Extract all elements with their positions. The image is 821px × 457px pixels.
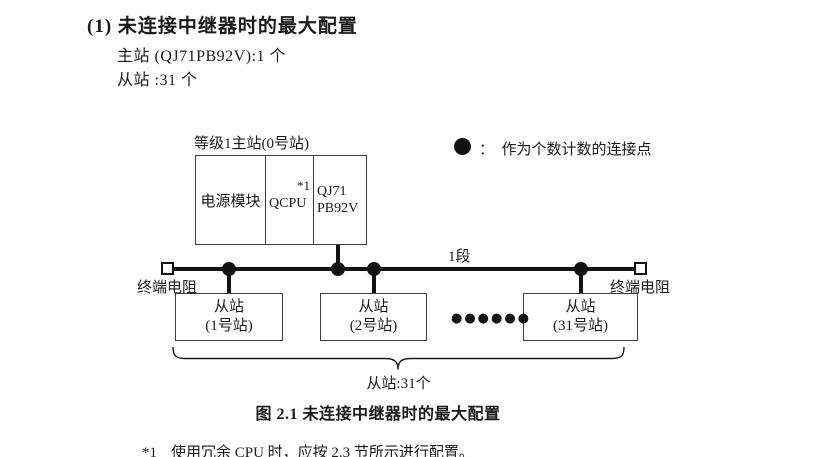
connection-point-dot [331, 262, 345, 276]
connection-point-dot [367, 262, 381, 276]
qcpu-footnote-marker: *1 [297, 178, 310, 193]
slave1-drop-line [227, 270, 231, 293]
qcpu-label: QCPU [269, 196, 307, 211]
legend-connection-point-icon [454, 138, 471, 155]
figure-caption: 图 2.1 未连接中继器时的最大配置 [255, 406, 501, 423]
slave-total-label: 从站:31个 [366, 376, 431, 392]
master-station-label: 等级1主站(0号站) [194, 136, 309, 152]
segment-label: 1段 [448, 249, 471, 265]
slave2-name: 从站 [358, 299, 389, 315]
master-count-line: 主站 (QJ71PB92V):1 个 [117, 48, 287, 65]
qj71-label-line1: QJ71 [317, 184, 347, 199]
master-drop-line [336, 245, 340, 269]
connection-point-dot [222, 262, 236, 276]
slave31-name: 从站 [565, 299, 596, 315]
terminator-right-icon [634, 262, 647, 275]
terminator-left-label: 终端电阻 [137, 280, 198, 296]
slave1-name: 从站 [213, 299, 244, 315]
connection-point-dot [574, 262, 588, 276]
footnote-marker: *1 [142, 445, 157, 457]
terminator-right-label: 终端电阻 [610, 280, 671, 296]
qcpu-cell: *1 QCPU [266, 156, 314, 244]
bus-line [173, 267, 634, 271]
slave2-number: (2号站) [349, 318, 398, 334]
legend-text: ： 作为个数计数的连接点 [479, 142, 652, 158]
qj71pb92v-cell: QJ71 PB92V [314, 156, 366, 244]
footnote: *1 使用冗余 CPU 时，应按 2.3 节所示进行配置。 [127, 424, 474, 457]
terminator-left-icon [161, 262, 174, 275]
section-title: (1) 未连接中继器时的最大配置 [87, 16, 358, 37]
slave1-number: (1号站) [205, 318, 253, 334]
ellipsis-dots: ●●●●●● [451, 311, 532, 326]
slave-total-brace [172, 346, 625, 371]
slave-station-box-31: 从站 (31号站) [523, 293, 638, 341]
slave2-drop-line [372, 270, 376, 293]
slave31-number: (31号站) [553, 318, 608, 334]
footnote-text: 使用冗余 CPU 时，应按 2.3 节所示进行配置。 [171, 445, 474, 457]
slave-station-box-2: 从站 (2号站) [320, 293, 427, 341]
slave-count-line: 从站 :31 个 [117, 72, 198, 89]
power-module-cell: 电源模块 [196, 156, 266, 244]
qj71-label-line2: PB92V [317, 201, 359, 216]
slave-station-box-1: 从站 (1号站) [175, 293, 283, 341]
slave31-drop-line [579, 270, 583, 293]
master-station-box: 电源模块 *1 QCPU QJ71 PB92V [195, 155, 367, 245]
